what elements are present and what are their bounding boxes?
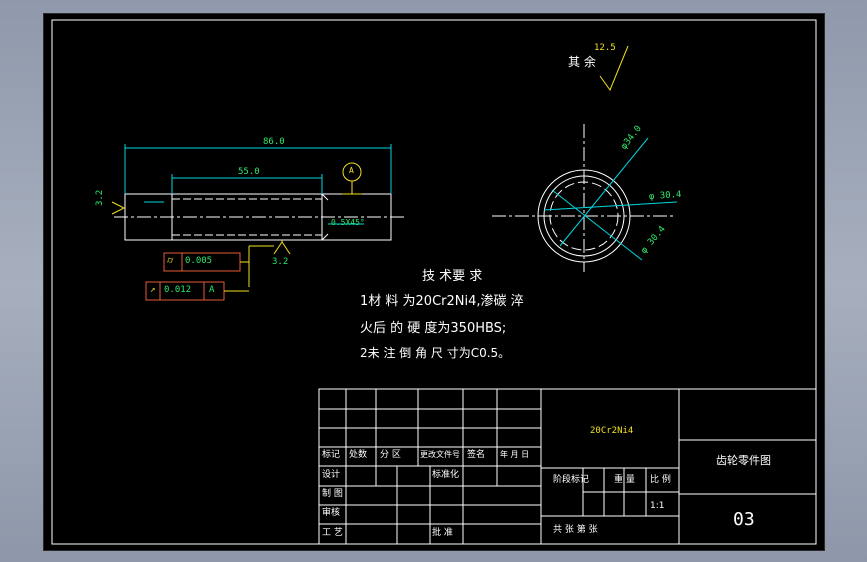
row-process-label: 工 艺 [322, 528, 343, 538]
roughness-rest-symbol [599, 45, 629, 92]
row-draw-label: 制 图 [322, 489, 343, 499]
outer-circle [537, 169, 631, 263]
shaft-front-view [492, 124, 678, 272]
dimension-lines [124, 144, 392, 225]
ratio-label: 比 例 [650, 475, 671, 485]
roughness-left-value: 3.2 [95, 189, 105, 206]
rev-header-sign: 签名 [467, 450, 486, 460]
chamfer-top [321, 193, 329, 201]
row-approve-label: 批 准 [432, 528, 453, 538]
drawing-name: 齿轮零件图 [716, 454, 771, 467]
rest-roughness-label: 其 余 [568, 55, 596, 69]
runout-datum: A [209, 285, 215, 295]
rev-header-count: 处数 [349, 450, 368, 460]
cad-drawing [51, 19, 817, 545]
runout-tolerance: 0.012 [164, 285, 192, 295]
row-design-label: 设计 [322, 470, 341, 480]
inner-circle [549, 181, 619, 251]
dim-chamfer: 0.5X45° [331, 218, 365, 227]
rev-header-zone: 分 区 [380, 450, 401, 460]
drawing-sheet: 86.0 55.0 0.5X45° A 3.2 3.2 ⌭ 0.005 ↗ 0.… [43, 13, 825, 551]
dia-mid-leader [543, 201, 678, 211]
dim-total-length: 86.0 [263, 137, 285, 147]
stage-mark-label: 阶段标记 [553, 475, 590, 485]
drawing-number: 03 [733, 509, 755, 530]
tolerance-frames [145, 245, 274, 301]
datum-symbol [342, 162, 362, 195]
circularity-symbol: ⌭ [167, 256, 174, 266]
rest-roughness-value: 12.5 [594, 43, 616, 53]
rev-header-date: 年 月 日 [500, 450, 530, 459]
datum-letter: A [349, 166, 354, 175]
tech-req-line-1: 1材 料 为20Cr2Ni4,渗碳 淬 [360, 294, 524, 309]
shaft-side-view [114, 193, 404, 241]
runout-symbol: ↗ [150, 285, 156, 295]
middle-circle [543, 175, 625, 257]
tech-req-title: 技 术要 求 [422, 269, 483, 284]
roughness-left-symbol [111, 201, 126, 215]
title-block-grid [318, 388, 817, 545]
tech-req-line-2: 火后 的 硬 度为350HBS; [360, 321, 507, 336]
rev-header-mark: 标记 [322, 450, 341, 460]
dia-outer-leader [551, 189, 643, 261]
scale-value: 1:1 [650, 501, 665, 511]
dim-inner-length: 55.0 [238, 167, 260, 177]
rev-header-file: 更改文件号 [420, 450, 460, 459]
row-standard-label: 标准化 [432, 470, 460, 480]
tech-req-line-3: 2未 注 倒 角 尺 寸为C0.5。 [360, 346, 511, 360]
sheet-count-label: 共 张 第 张 [553, 525, 598, 535]
row-review-label: 审核 [322, 508, 341, 518]
circularity-tolerance: 0.005 [185, 256, 213, 266]
material-label: 20Cr2Ni4 [590, 426, 634, 436]
roughness-bottom-symbol [273, 241, 291, 255]
chamfer-bottom [321, 233, 329, 241]
weight-label: 重 量 [614, 475, 635, 485]
roughness-bottom-value: 3.2 [272, 257, 289, 267]
dia-inner-leader [559, 137, 649, 247]
